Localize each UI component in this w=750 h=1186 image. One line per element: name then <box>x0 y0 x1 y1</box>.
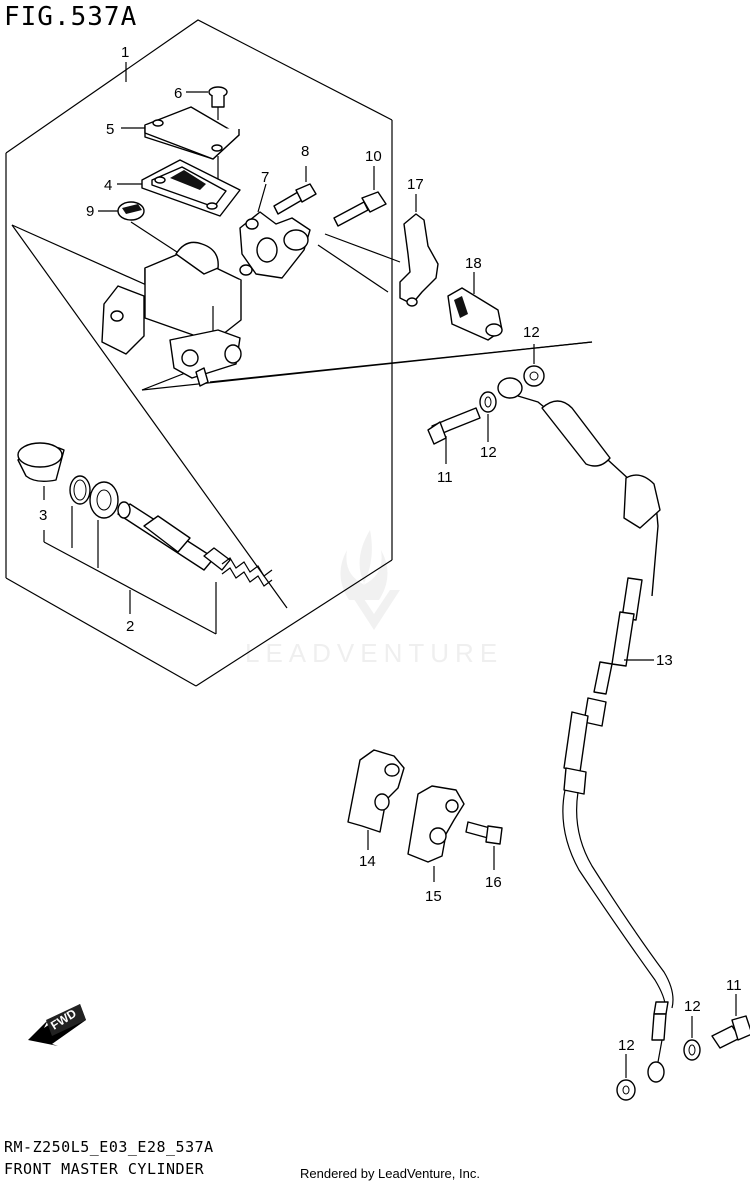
callout-12-lower-b: 12 <box>618 1037 635 1054</box>
boot-part-3 <box>17 442 65 500</box>
lever-part-17 <box>399 194 439 307</box>
washer-ring <box>89 481 119 568</box>
callout-12-upper-b: 12 <box>523 324 540 341</box>
banjo-bolt-part-11-upper <box>427 407 481 464</box>
switch-part-18 <box>447 272 503 341</box>
callout-13: 13 <box>656 652 673 669</box>
callout-4: 4 <box>104 177 112 194</box>
callout-17: 17 <box>407 176 424 193</box>
piston-kit-part-2 <box>117 501 273 634</box>
holder-part-15 <box>407 785 465 882</box>
sub-assembly-bracket <box>43 530 217 635</box>
leader-lines <box>98 91 267 213</box>
plate-part-9 <box>117 201 181 255</box>
callout-2: 2 <box>126 618 134 635</box>
holder-part-14 <box>347 749 405 850</box>
callout-14: 14 <box>359 853 376 870</box>
rendered-by-credit: Rendered by LeadVenture, Inc. <box>300 1166 480 1181</box>
washer-part-12-upper-a <box>479 391 497 442</box>
callout-11-upper: 11 <box>437 469 453 486</box>
bolt-part-10 <box>333 166 387 227</box>
callout-18: 18 <box>465 255 482 272</box>
assembly-outline-1 <box>5 19 593 687</box>
washer-part-12-lower-b <box>616 1054 636 1101</box>
fwd-direction-badge: FWD <box>28 1004 86 1046</box>
clamp-part-7 <box>239 211 311 279</box>
callout-3: 3 <box>39 507 47 524</box>
callout-10: 10 <box>365 148 382 165</box>
washer-part-12-lower-a <box>683 1016 701 1061</box>
master-cylinder-body <box>101 241 242 387</box>
callout-11-lower: 11 <box>726 977 742 994</box>
figure-title: FIG.537A <box>4 2 138 32</box>
screw-part-6 <box>208 86 228 120</box>
figure-caption: FRONT MASTER CYLINDER <box>4 1160 205 1178</box>
washer-part-12-upper-b <box>523 344 545 387</box>
callout-12-upper-a: 12 <box>480 444 497 461</box>
model-code: RM-Z250L5_E03_E28_537A <box>4 1138 214 1156</box>
banjo-bolt-part-11-lower <box>711 994 750 1049</box>
callout-1: 1 <box>121 44 129 61</box>
callout-6: 6 <box>174 85 182 102</box>
callout-7: 7 <box>261 169 269 186</box>
callout-5: 5 <box>106 121 114 138</box>
callout-16: 16 <box>485 874 502 891</box>
callout-8: 8 <box>301 143 309 160</box>
reservoir-cap-part-5 <box>144 106 240 204</box>
callout-15: 15 <box>425 888 442 905</box>
callout-12-lower-a: 12 <box>684 998 701 1015</box>
brake-hose-part-13 <box>497 377 674 1083</box>
callout-labels: 1 2 3 4 5 6 7 8 9 10 11 11 12 12 12 12 1… <box>39 44 742 1054</box>
callout-9: 9 <box>86 203 94 220</box>
snap-ring <box>69 475 91 548</box>
watermark-text: LEADVENTURE <box>245 638 503 668</box>
leadventure-watermark: LEADVENTURE <box>245 530 503 668</box>
bolt-part-8 <box>273 166 317 215</box>
diaphragm-part-4 <box>141 159 241 217</box>
bolt-part-16 <box>465 821 503 870</box>
